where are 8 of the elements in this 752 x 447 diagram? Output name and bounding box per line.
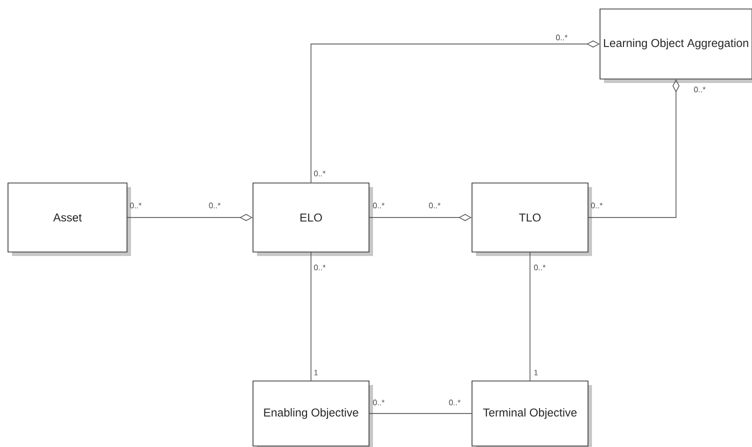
class-box: Asset: [8, 182, 131, 256]
class-box: Terminal Objective: [472, 380, 592, 447]
class-box: TLO: [472, 182, 592, 256]
association-line: [310, 252, 312, 381]
class-box: Enabling Objective: [252, 380, 373, 447]
class-box: ELO: [252, 182, 373, 256]
class-box: Learning Object Aggregation: [600, 8, 752, 83]
association-line: [369, 413, 472, 414]
